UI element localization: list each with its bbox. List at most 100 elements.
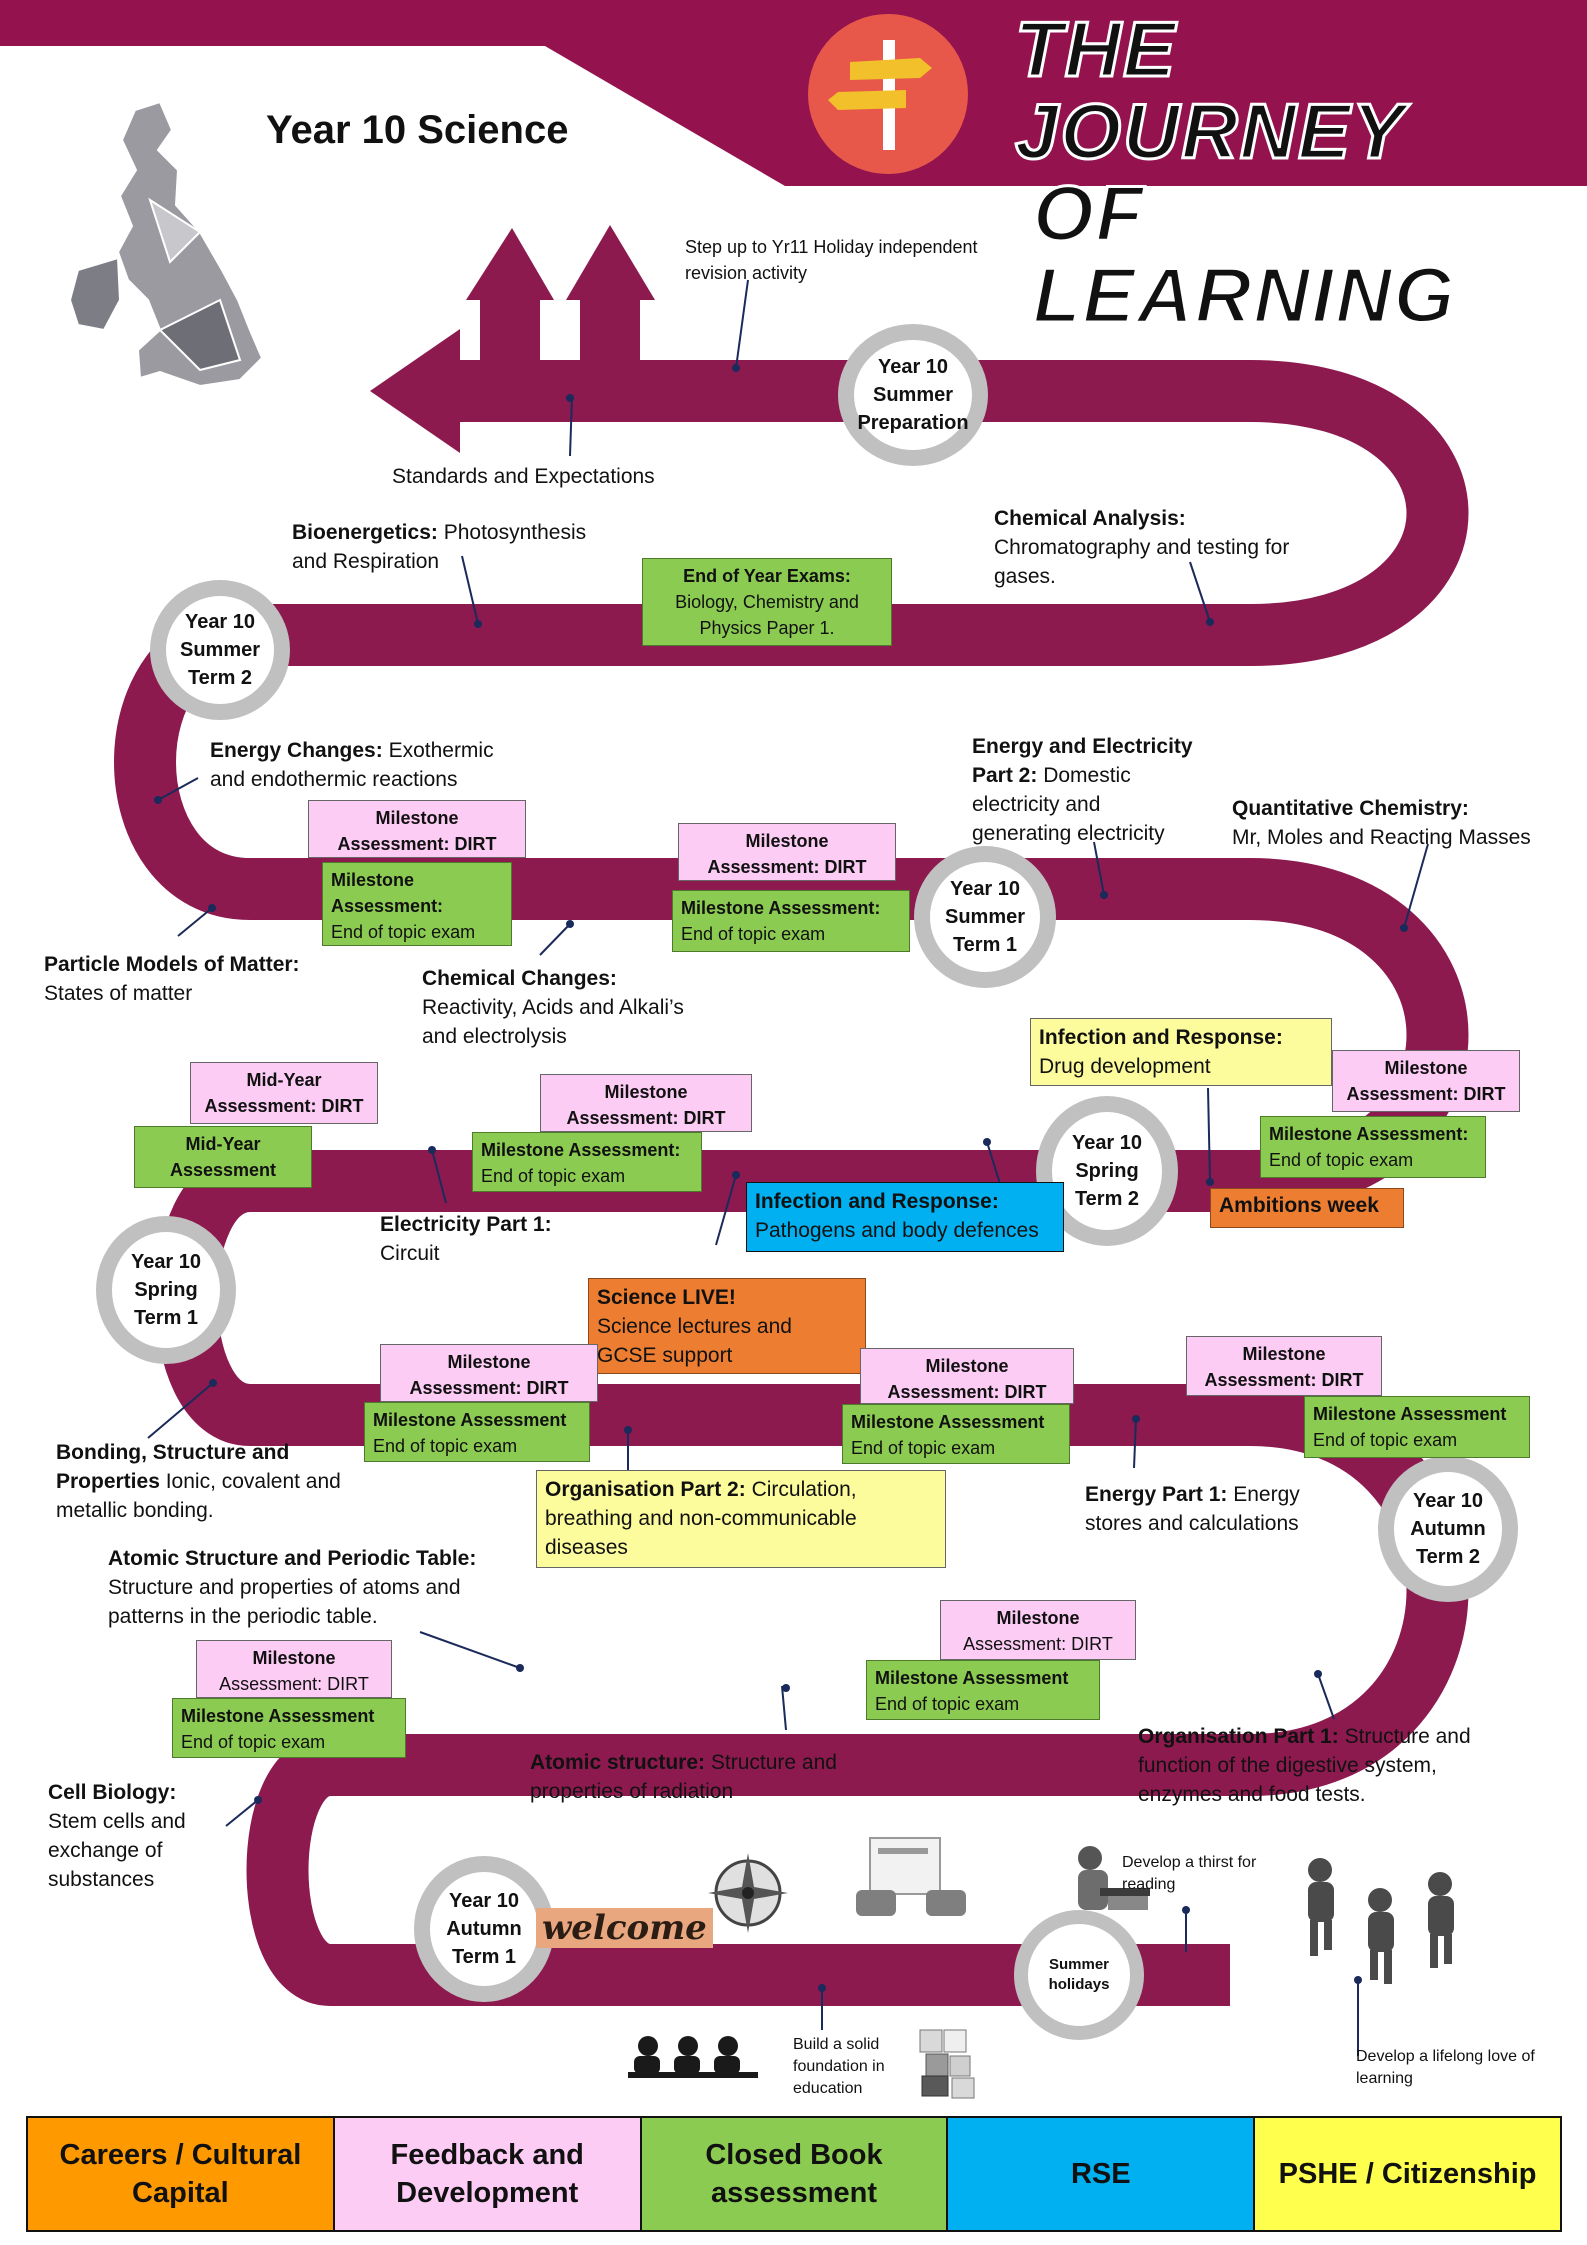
topic-text: Mr, Moles and Reacting Masses	[1232, 826, 1531, 849]
topic-text: Chromatography and testing for gases.	[994, 536, 1290, 588]
box-heading: Infection and Response:	[1039, 1026, 1283, 1049]
topic-heading: Atomic structure:	[530, 1751, 706, 1774]
arrows-up-icon	[466, 225, 655, 365]
box-text: Pathogens and body defences	[755, 1219, 1039, 1242]
box-text: Assessment: DIRT	[963, 1634, 1113, 1654]
box-text: End of topic exam	[681, 924, 826, 944]
milestone-label: Year 10 Autumn Term 1	[446, 1890, 522, 1968]
box-heading: Milestone	[1384, 1058, 1468, 1078]
poster-title: THE JOURNEY OF LEARNING	[1014, 5, 1575, 339]
box-text: Science lectures and GCSE support	[597, 1315, 792, 1367]
box-heading: Milestone Assessment	[373, 1410, 567, 1430]
topic-heading: Energy Changes:	[210, 739, 383, 762]
milestone-assessment-box: Milestone Assessment:End of topic exam	[1260, 1116, 1486, 1178]
atomic-radiation-label: Atomic structure: Structure and properti…	[530, 1748, 890, 1806]
topic-text: Structure and properties of atoms and pa…	[108, 1576, 461, 1628]
quantitative-chemistry-label: Quantitative Chemistry:Mr, Moles and Rea…	[1232, 794, 1572, 852]
box-heading: Milestone	[996, 1608, 1080, 1628]
bonding-label: Bonding, Structure and Properties Ionic,…	[56, 1438, 366, 1525]
box-heading: Milestone	[252, 1648, 336, 1668]
milestone-label: Year 10 Summer Term 2	[179, 611, 261, 689]
milestone-label: Summer holidays	[1048, 1956, 1110, 1993]
topic-text: Reactivity, Acids and Alkali’s and elect…	[422, 996, 684, 1048]
box-heading: Milestone	[925, 1356, 1009, 1376]
box-heading: Milestone	[447, 1352, 531, 1372]
box-heading: Milestone Assessment	[1313, 1404, 1507, 1424]
box-heading: Organisation Part 2:	[545, 1478, 746, 1501]
milestone-label: Year 10 Autumn Term 2	[1410, 1490, 1486, 1568]
topic-heading: Organisation Part 1:	[1138, 1725, 1339, 1748]
box-heading: Milestone Assessment:	[1269, 1124, 1469, 1144]
walking-people-icon	[1308, 1858, 1454, 1984]
box-text: Assessment: DIRT	[1204, 1370, 1364, 1390]
box-heading: Milestone	[1242, 1344, 1326, 1364]
topic-text: States of matter	[44, 982, 193, 1005]
topic-text: Energy stores and calculations	[1085, 1483, 1300, 1535]
topic-text: Structure and function of the digestive …	[1138, 1725, 1471, 1806]
box-heading: Milestone Assessment:	[481, 1140, 681, 1160]
box-text: Assessment: DIRT	[409, 1378, 569, 1398]
mid-year-assessment-box: Mid-Year Assessment	[134, 1126, 312, 1188]
box-text: End of topic exam	[875, 1694, 1020, 1714]
topic-text: Exothermic and endothermic reactions	[210, 739, 494, 791]
box-heading: Milestone	[745, 831, 829, 851]
page-title: Year 10 Science	[266, 108, 569, 152]
organisation-1-label: Organisation Part 1: Structure and funct…	[1138, 1722, 1518, 1809]
energy-electricity-2-label: Energy and Electricity Part 2: Domestic …	[972, 732, 1200, 848]
topic-heading: Electricity Part 1:	[380, 1213, 552, 1236]
welcome-sign: welcome	[536, 1908, 713, 1948]
milestone-summer-preparation: Year 10 Summer Preparation	[838, 324, 988, 466]
legend-rse: RSE	[948, 2118, 1256, 2230]
infection-drug-box: Infection and Response:Drug development	[1030, 1018, 1332, 1086]
bioenergetics-label: Bioenergetics: Photosynthesis and Respir…	[292, 518, 622, 576]
box-text: End of topic exam	[481, 1166, 626, 1186]
box-text: Assessment: DIRT	[204, 1096, 364, 1116]
energy-1-label: Energy Part 1: Energy stores and calcula…	[1085, 1480, 1345, 1538]
blocks-icon	[919, 2029, 975, 2099]
box-text: Assessment: DIRT	[707, 857, 867, 877]
box-text: End of topic exam	[1313, 1430, 1458, 1450]
cell-biology-label: Cell Biology:Stem cells and exchange of …	[48, 1778, 218, 1894]
milestone-assessment-box: Milestone Assessment: End of topic exam	[472, 1132, 702, 1192]
box-heading: Milestone Assessment	[851, 1412, 1045, 1432]
milestone-label: Year 10 Spring Term 1	[130, 1251, 202, 1329]
topic-text: Photosynthesis and Respiration	[292, 521, 587, 573]
topic-text: Circuit	[380, 1242, 440, 1265]
milestone-spring-term-1: Year 10 Spring Term 1	[96, 1216, 236, 1364]
milestone-assessment-box: Milestone Assessment:End of topic exam	[322, 862, 512, 946]
box-heading: Mid-Year	[246, 1070, 322, 1090]
milestone-label: Year 10 Summer Term 1	[944, 878, 1026, 956]
legend-feedback: Feedback and Development	[334, 2118, 642, 2230]
topic-text: Ionic, covalent and metallic bonding.	[56, 1470, 341, 1522]
organisation-2-box: Organisation Part 2: Circulation, breath…	[536, 1470, 946, 1568]
standards-label: Standards and Expectations	[392, 465, 655, 488]
reading-person-icon	[1078, 1846, 1150, 1910]
box-text: Assessment: DIRT	[566, 1108, 726, 1128]
box-text: Assessment: DIRT	[219, 1674, 369, 1694]
box-heading: Milestone	[375, 808, 459, 828]
topic-heading: Cell Biology:	[48, 1781, 177, 1804]
box-heading: Milestone Assessment:	[681, 898, 881, 918]
box-heading: End of Year Exams:	[683, 566, 851, 586]
box-heading: Science LIVE!	[597, 1286, 736, 1309]
box-text: End of topic exam	[331, 922, 476, 942]
milestone-summer-term-1: Year 10 Summer Term 1	[914, 846, 1056, 988]
legend-bar: Careers / Cultural Capital Feedback and …	[26, 2116, 1562, 2232]
box-text: End of topic exam	[851, 1438, 996, 1458]
poster-title-line2: OF LEARNING	[1032, 169, 1457, 339]
poster-title-line1: THE JOURNEY	[1014, 5, 1407, 175]
header-banner	[0, 0, 1587, 186]
